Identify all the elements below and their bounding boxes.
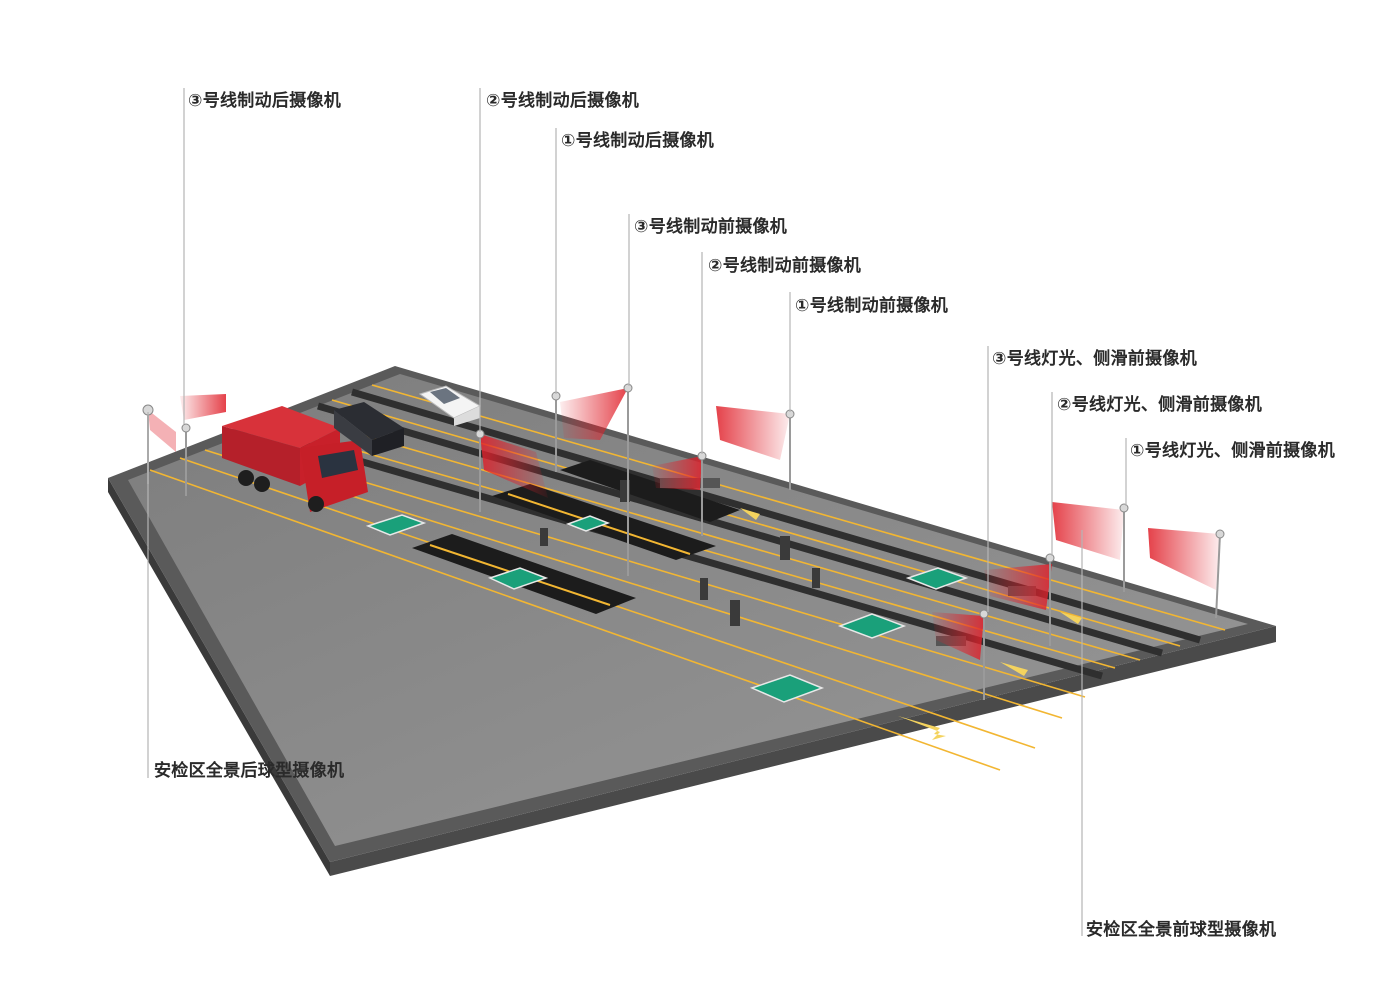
label-line2-brake-rear-camera: ②号线制动后摄像机 (486, 91, 640, 111)
camera-cones (148, 388, 1220, 660)
camera-heads (142, 383, 1225, 619)
label-line2-brake-front-camera: ②号线制动前摄像机 (708, 256, 862, 276)
label-line1-brake-rear-camera: ①号线制动后摄像机 (561, 131, 715, 151)
label-panorama-front-dome-camera: 安检区全景前球型摄像机 (1086, 920, 1277, 940)
white-car (418, 385, 482, 426)
road-surface (128, 374, 1248, 846)
label-line2-light-sideslip-camera: ②号线灯光、侧滑前摄像机 (1057, 395, 1262, 415)
label-panorama-rear-dome-camera: 安检区全景后球型摄像机 (154, 761, 345, 781)
label-line3-brake-front-camera: ③号线制动前摄像机 (634, 217, 788, 237)
label-line1-brake-front-camera: ①号线制动前摄像机 (795, 296, 949, 316)
dark-van (334, 402, 404, 456)
label-line3-brake-rear-camera: ③号线制动后摄像机 (188, 91, 342, 111)
label-line3-light-sideslip-camera: ③号线灯光、侧滑前摄像机 (992, 349, 1197, 369)
label-line1-light-sideslip-camera: ①号线灯光、侧滑前摄像机 (1130, 441, 1335, 461)
dump-truck (222, 406, 368, 512)
platform-front (330, 626, 1276, 876)
green-pads (365, 514, 969, 703)
leader-lines (147, 88, 1127, 936)
platform-side (108, 478, 330, 876)
lane-arrows (740, 508, 1082, 740)
